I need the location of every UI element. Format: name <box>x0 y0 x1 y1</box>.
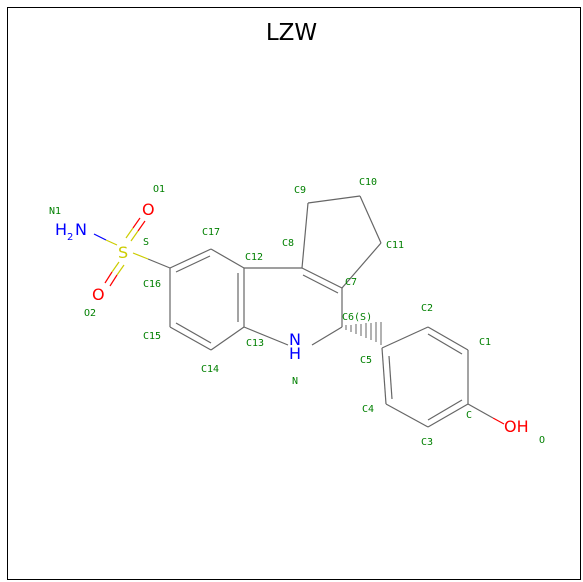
bond-c17-c16-double <box>175 255 211 273</box>
atom-oxygen-2: O <box>92 285 105 304</box>
bond-c2-c1-double <box>427 333 463 355</box>
bonds <box>93 195 505 428</box>
label-c15: C15 <box>143 331 161 342</box>
atom-symbols: S O O H 2 N N H OH <box>55 200 529 436</box>
label-c5: C5 <box>360 355 372 366</box>
bond-c11-c7 <box>341 242 382 289</box>
bond-c4-c5 <box>381 347 387 405</box>
diagram-frame <box>7 7 581 580</box>
label-n1: N1 <box>49 206 61 217</box>
bond-s-n1-blue <box>93 233 107 241</box>
label-c16: C16 <box>143 279 161 290</box>
bond-c6-n <box>311 326 343 346</box>
label-c: C <box>466 410 472 421</box>
label-c17: C17 <box>202 227 220 238</box>
label-c8: C8 <box>282 238 294 249</box>
label-o2: O2 <box>84 308 96 319</box>
label-c12: C12 <box>245 252 263 263</box>
molecule-title: LZW <box>265 20 318 46</box>
bond-c15-c14 <box>169 326 212 351</box>
bond-s-c16-yellow <box>132 252 149 260</box>
label-c14: C14 <box>201 364 219 375</box>
bond-c12-c17 <box>210 248 245 269</box>
atom-amine-h: H <box>55 220 67 239</box>
bond-c15-c14-double <box>175 322 212 344</box>
bond-s-o1-yellow-b <box>130 230 139 242</box>
bond-s-o2-yellow-b <box>116 264 125 276</box>
bond-c8-c7 <box>301 267 343 289</box>
bond-s-o2-red-a <box>104 271 113 284</box>
atom-amine-n: N <box>75 220 87 239</box>
bond-c2-c1 <box>427 326 469 351</box>
atom-ring-h: H <box>289 344 301 363</box>
atom-sulfur: S <box>118 243 128 262</box>
bond-c9-c10 <box>307 195 361 204</box>
bond-s-o1-red-a <box>132 217 141 229</box>
label-c9: C9 <box>294 185 306 196</box>
bond-c14-c13 <box>210 326 245 351</box>
atom-ring-n: N <box>289 330 301 349</box>
atom-oxygen-1: O <box>142 200 155 219</box>
bond-c3-c4 <box>385 403 429 428</box>
bond-c-o-red <box>492 417 505 425</box>
label-n: N <box>292 376 298 387</box>
bond-s-o2-yellow-a <box>111 261 120 273</box>
stereo-hash-bond <box>345 322 382 345</box>
bond-s-o1-red-b <box>137 220 146 232</box>
label-c1: C1 <box>479 337 491 348</box>
bond-n-c13 <box>243 326 289 346</box>
label-s: S <box>143 237 149 248</box>
label-c3: C3 <box>421 437 433 448</box>
label-c2: C2 <box>421 303 433 314</box>
bond-c-c3-double <box>427 399 463 421</box>
bond-c5-c2 <box>381 326 429 349</box>
bond-c8-c9 <box>301 202 309 269</box>
bond-s-o1-yellow-a <box>125 227 134 239</box>
label-o: O <box>539 435 545 446</box>
label-c4: C4 <box>362 404 374 415</box>
label-c6: C6(S) <box>342 312 372 323</box>
label-c11: C11 <box>386 240 404 251</box>
bond-c4-c5-double <box>388 355 393 400</box>
bond-c10-c11 <box>359 195 382 244</box>
bond-s-n1-yellow <box>105 239 118 246</box>
bond-c16-s <box>147 258 171 269</box>
label-c13: C13 <box>246 338 264 349</box>
label-c10: C10 <box>359 177 377 188</box>
label-o1: O1 <box>153 184 165 195</box>
bond-c-o <box>467 403 494 419</box>
bond-c8-c7-double <box>302 274 339 294</box>
bond-c-c3 <box>427 403 469 428</box>
atom-hydroxyl: OH <box>504 417 529 436</box>
bond-c17-c16 <box>169 248 212 269</box>
bond-s-o2-red-b <box>109 274 118 287</box>
atom-amine-subscript: 2 <box>67 232 73 243</box>
atom-labels: N1 O1 O2 S C17 C16 C15 C14 C13 C12 C8 C9… <box>49 177 545 448</box>
label-c7: C7 <box>345 277 357 288</box>
